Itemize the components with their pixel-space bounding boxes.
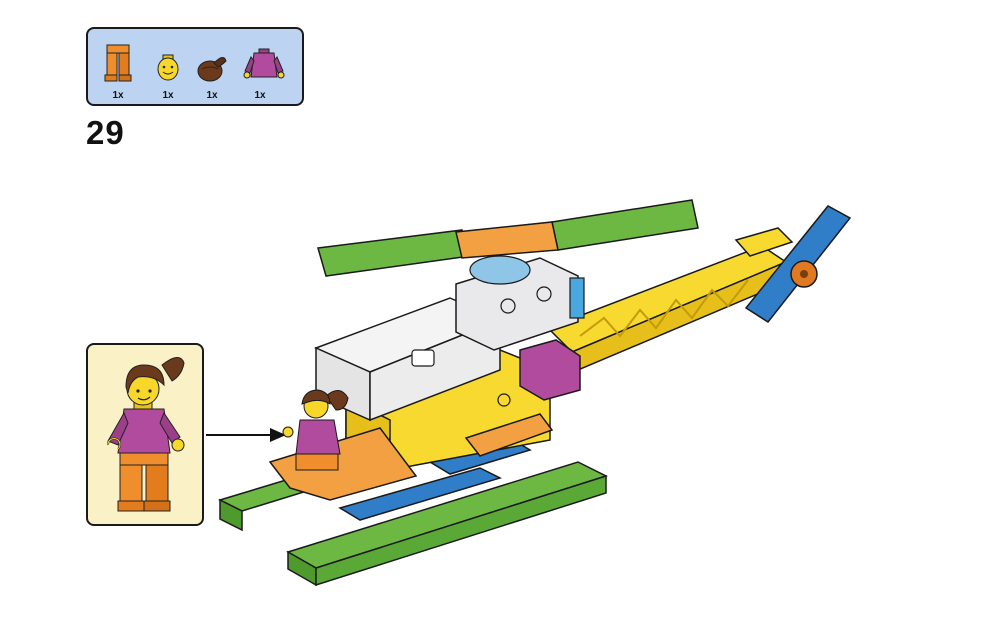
white-hub: [314, 297, 502, 422]
motor: [455, 255, 585, 351]
part-hair: 1x: [192, 39, 232, 101]
part-qty: 1x: [254, 90, 266, 101]
pilot-minifigure: [282, 389, 349, 471]
minifig-legs-icon: [104, 44, 132, 82]
main-rotor: [317, 199, 699, 277]
part-qty: 1x: [206, 90, 218, 101]
front-skid: [286, 461, 608, 587]
tail-rotor: [744, 205, 852, 323]
part-qty: 1x: [112, 90, 124, 101]
placement-arrow-icon: [206, 428, 286, 442]
seat-base: [268, 413, 554, 501]
part-head: 1x: [148, 39, 188, 101]
parts-list-box: 1x 1x 1x 1x: [86, 27, 304, 106]
ponytail-hair-icon: [197, 57, 227, 82]
minifigure-callout: [86, 343, 204, 526]
minifigure-icon: [107, 357, 185, 512]
part-legs: 1x: [98, 39, 138, 101]
minifig-head-icon: [157, 54, 179, 81]
minifig-torso-icon: [243, 48, 285, 79]
part-qty: 1x: [162, 90, 174, 101]
part-torso: 1x: [240, 39, 285, 101]
tail-boom: [546, 227, 794, 372]
step-number: 29: [86, 114, 125, 151]
